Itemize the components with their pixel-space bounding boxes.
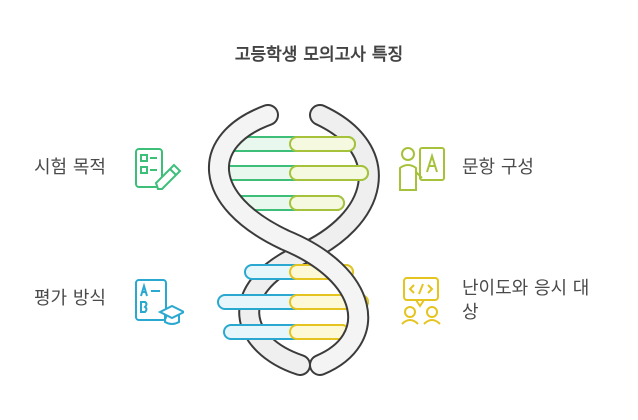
rung xyxy=(289,324,350,340)
code-chat-people-icon xyxy=(401,277,441,325)
label-difficulty-and-examinees: 난이도와 응시 대상 xyxy=(462,278,590,323)
rung xyxy=(289,136,356,152)
helix-front-strand xyxy=(210,106,368,374)
diagram-title: 고등학생 모의고사 특징 xyxy=(234,45,404,65)
rung xyxy=(289,195,345,211)
rung xyxy=(289,165,369,181)
rungs-top xyxy=(217,136,369,211)
grades-graduation-cap-icon xyxy=(135,279,184,325)
label-exam-purpose: 시험 목적 xyxy=(34,157,106,178)
label-item-composition: 문항 구성 xyxy=(462,157,534,178)
checklist-pencil-icon xyxy=(135,148,182,190)
teacher-board-icon xyxy=(399,147,445,191)
label-evaluation-method: 평가 방식 xyxy=(34,288,106,309)
